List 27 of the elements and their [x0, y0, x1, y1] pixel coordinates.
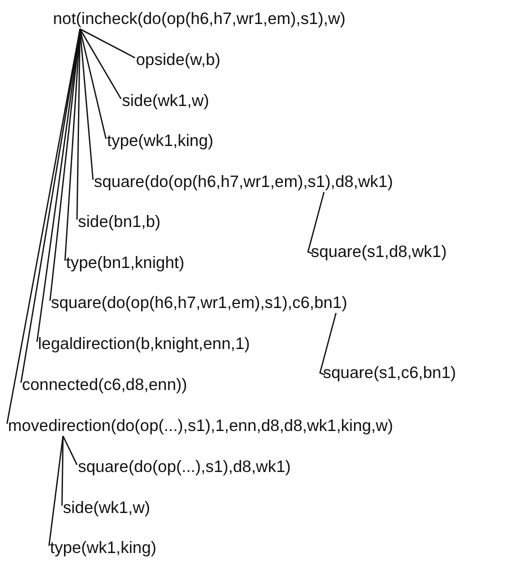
- connector-line: [307, 192, 325, 254]
- connector-line: [48, 436, 64, 546]
- connector-line: [6, 28, 81, 424]
- connector-line: [61, 436, 64, 506]
- term-text: connected(c6,d8,enn)): [22, 374, 188, 396]
- connector-line: [79, 28, 122, 100]
- term-text: square(do(op(h6,h7,wr1,em),s1),c6,bn1): [51, 292, 348, 314]
- term-text: square(s1,c6,bn1): [323, 362, 456, 384]
- connector-line: [36, 28, 81, 342]
- term-text: type(bn1,knight): [66, 252, 184, 274]
- term-text: square(do(op(h6,h7,wr1,em),s1),d8,wk1): [94, 171, 393, 193]
- term-text: side(wk1,w): [122, 90, 210, 112]
- connector-line: [319, 312, 337, 376]
- connector-line: [20, 28, 81, 383]
- term-text: opside(w,b): [136, 49, 220, 71]
- connector-line: [62, 436, 78, 466]
- term-text: type(wk1,king): [107, 130, 214, 152]
- term-text: side(wk1,w): [63, 497, 150, 519]
- term-text: not(incheck(do(op(h6,h7,wr1,em),s1),w): [53, 8, 346, 30]
- connector-line: [79, 28, 107, 139]
- term-text: type(wk1,king): [50, 537, 156, 559]
- term-text: movedirection(do(op(...),s1),1,enn,d8,d8,wk1,king,w): [8, 415, 394, 437]
- connector-line: [80, 28, 136, 58]
- term-text: square(do(op(...),s1),d8,wk1): [78, 456, 291, 478]
- term-text: side(bn1,b): [78, 211, 161, 233]
- term-text: legaldirection(b,knight,enn,1): [38, 333, 250, 355]
- term-text: square(s1,d8,wk1): [311, 241, 447, 263]
